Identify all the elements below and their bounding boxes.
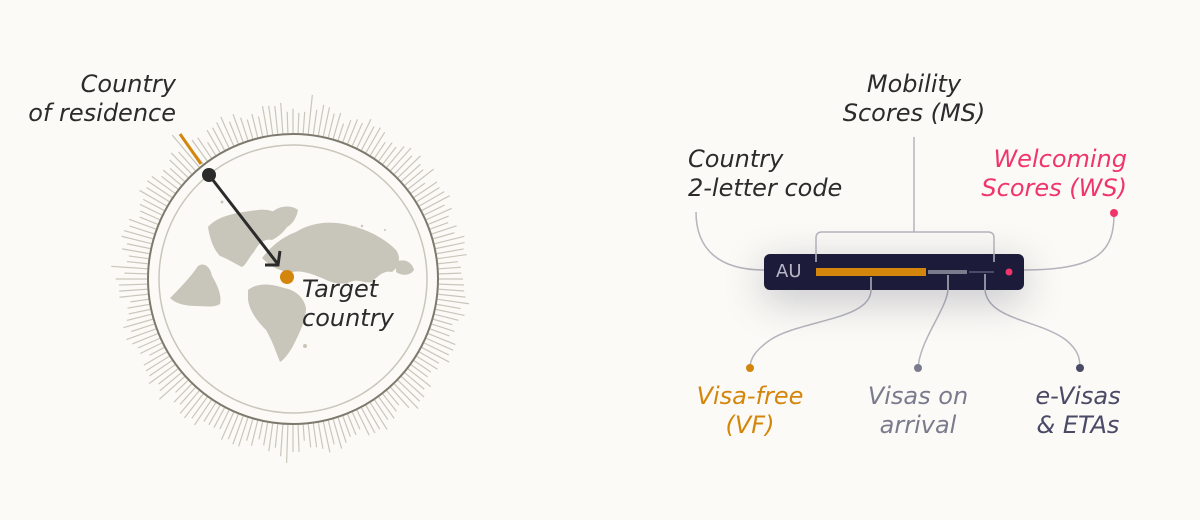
visa-free-bar bbox=[816, 268, 926, 276]
arrow-line bbox=[207, 174, 279, 264]
world-map-icon bbox=[170, 200, 414, 362]
inner-ring bbox=[158, 144, 428, 414]
arrival-dot bbox=[914, 364, 922, 372]
arrival-bar bbox=[928, 270, 967, 274]
evisa-label: e-Visas & ETAs bbox=[1035, 382, 1121, 439]
target-label: Target country bbox=[302, 275, 394, 332]
residence-label: Country of residence bbox=[28, 70, 176, 127]
arrow-head-icon bbox=[265, 250, 282, 267]
evisa-bar bbox=[969, 271, 994, 273]
radial-ticks bbox=[111, 94, 470, 463]
residence-tick-highlight bbox=[178, 133, 203, 165]
welcoming-dot bbox=[1110, 209, 1118, 217]
visa-free-label: Visa-free (VF) bbox=[696, 382, 804, 439]
evisa-dot bbox=[1076, 364, 1084, 372]
welcoming-label: Welcoming Scores (WS) bbox=[981, 145, 1127, 202]
country-code: AU bbox=[776, 261, 802, 282]
welcoming-score-dot bbox=[1005, 268, 1013, 276]
target-dot bbox=[280, 270, 294, 284]
mobility-label: Mobility Scores (MS) bbox=[842, 70, 986, 127]
residence-dot bbox=[202, 168, 216, 182]
country-code-label: Country 2-letter code bbox=[688, 145, 843, 202]
visa-free-dot bbox=[746, 364, 754, 372]
connectors bbox=[695, 137, 1115, 369]
arrival-label: Visas on arrival bbox=[867, 382, 969, 439]
